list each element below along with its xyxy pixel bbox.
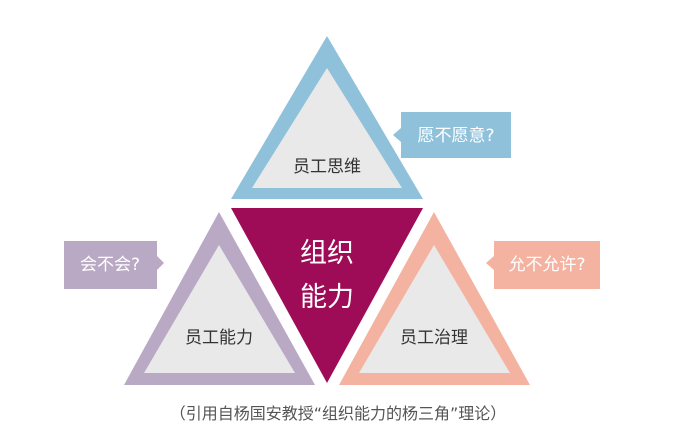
center-triangle: 组织 能力 <box>231 208 423 383</box>
right-triangle-label: 员工治理 <box>400 328 468 348</box>
top-triangle-label: 员工思维 <box>293 157 361 177</box>
callout-left: 会不会? <box>64 241 164 289</box>
callout-right: 允不允许? <box>486 241 600 289</box>
center-label-line1: 组织 <box>300 238 354 269</box>
caption: （引用自杨国安教授“组织能力的杨三角”理论） <box>169 404 507 423</box>
callout-top: 愿不愿意? <box>393 112 511 158</box>
left-triangle: 员工能力 <box>124 212 315 385</box>
top-triangle: 员工思维 <box>231 36 423 199</box>
left-triangle-label: 员工能力 <box>185 328 253 348</box>
center-label-line2: 能力 <box>300 282 354 313</box>
callout-top-text: 愿不愿意? <box>417 126 494 146</box>
callout-right-text: 允不允许? <box>508 255 585 275</box>
callout-left-text: 会不会? <box>80 255 140 275</box>
right-triangle: 员工治理 <box>339 212 530 385</box>
